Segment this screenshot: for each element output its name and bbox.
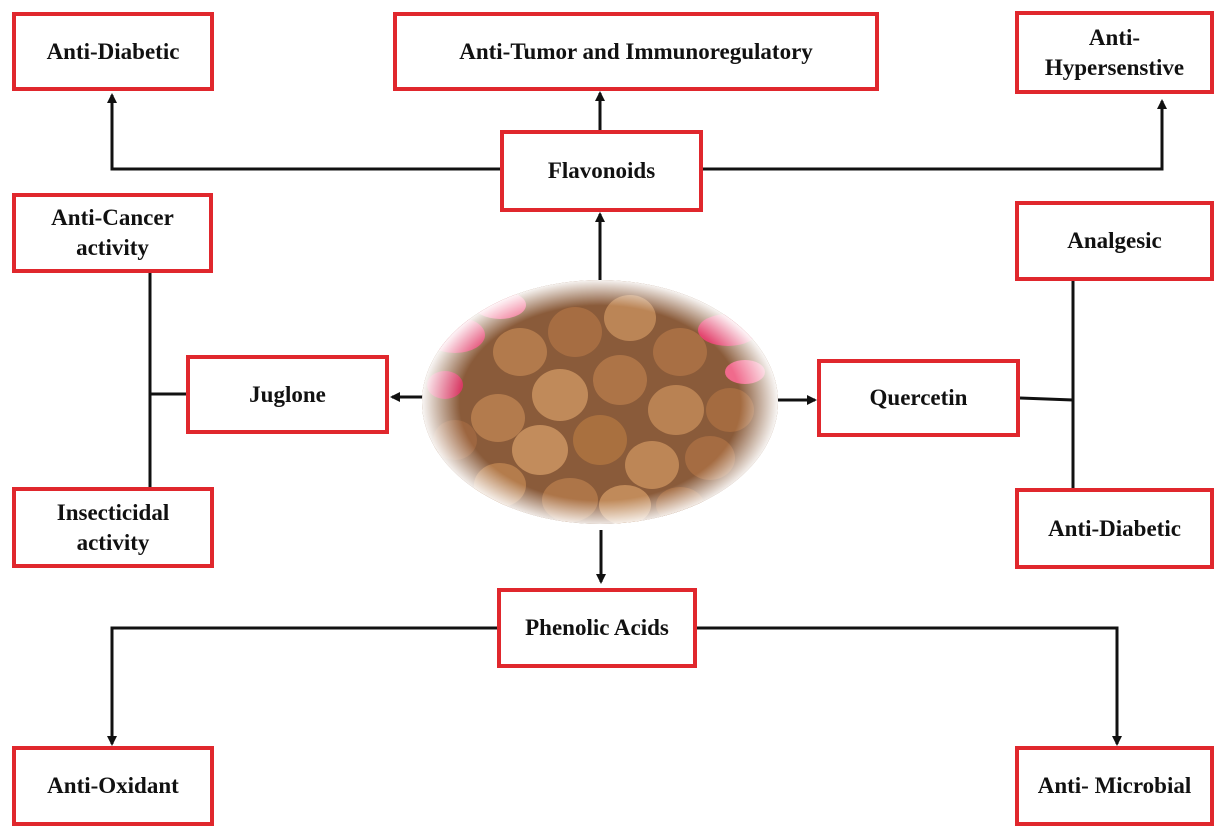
juglone-box: Juglone (186, 355, 389, 434)
anti-cancer-label-line1: Anti-Cancer (51, 203, 174, 233)
anti-diabetic-top-box: Anti-Diabetic (12, 12, 214, 91)
insecticidal-label-line1: Insecticidal (57, 498, 169, 528)
anti-tumor-box: Anti-Tumor and Immunoregulatory (393, 12, 879, 91)
anti-microbial-box: Anti- Microbial (1015, 746, 1214, 826)
anti-diabetic-right-box: Anti-Diabetic (1015, 488, 1214, 569)
anti-oxidant-box: Anti-Oxidant (12, 746, 214, 826)
analgesic-label: Analgesic (1067, 226, 1162, 256)
quercetin-box: Quercetin (817, 359, 1020, 437)
anti-cancer-box: Anti-Cancer activity (12, 193, 213, 273)
juglone-label: Juglone (249, 380, 326, 410)
arrow-flavonoids-to-anti-diabetic (112, 95, 500, 169)
anti-diabetic-top-label: Anti-Diabetic (47, 37, 180, 67)
arrow-phenolic-to-anti-oxidant (112, 628, 497, 744)
analgesic-box: Analgesic (1015, 201, 1214, 281)
phenolic-acids-box: Phenolic Acids (497, 588, 697, 668)
anti-hypertensive-box: Anti- Hypersenstive (1015, 11, 1214, 94)
anti-hypertensive-label-line2: Hypersenstive (1045, 53, 1184, 83)
walnuts-image-icon (420, 278, 780, 528)
quercetin-label: Quercetin (870, 383, 968, 413)
arrow-phenolic-to-anti-microbial (697, 628, 1117, 744)
insecticidal-label-line2: activity (57, 528, 169, 558)
flavonoids-label: Flavonoids (548, 156, 655, 186)
flavonoids-box: Flavonoids (500, 130, 703, 212)
quercetin-connector (1020, 398, 1073, 400)
anti-tumor-label: Anti-Tumor and Immunoregulatory (459, 37, 813, 67)
anti-oxidant-label: Anti-Oxidant (47, 771, 179, 801)
anti-cancer-label-line2: activity (51, 233, 174, 263)
anti-diabetic-right-label: Anti-Diabetic (1048, 514, 1181, 544)
anti-microbial-label: Anti- Microbial (1038, 771, 1192, 801)
anti-hypertensive-label-line1: Anti- (1045, 23, 1184, 53)
insecticidal-box: Insecticidal activity (12, 487, 214, 568)
arrow-flavonoids-to-anti-hypertensive (703, 101, 1162, 169)
phenolic-acids-label: Phenolic Acids (525, 613, 669, 643)
